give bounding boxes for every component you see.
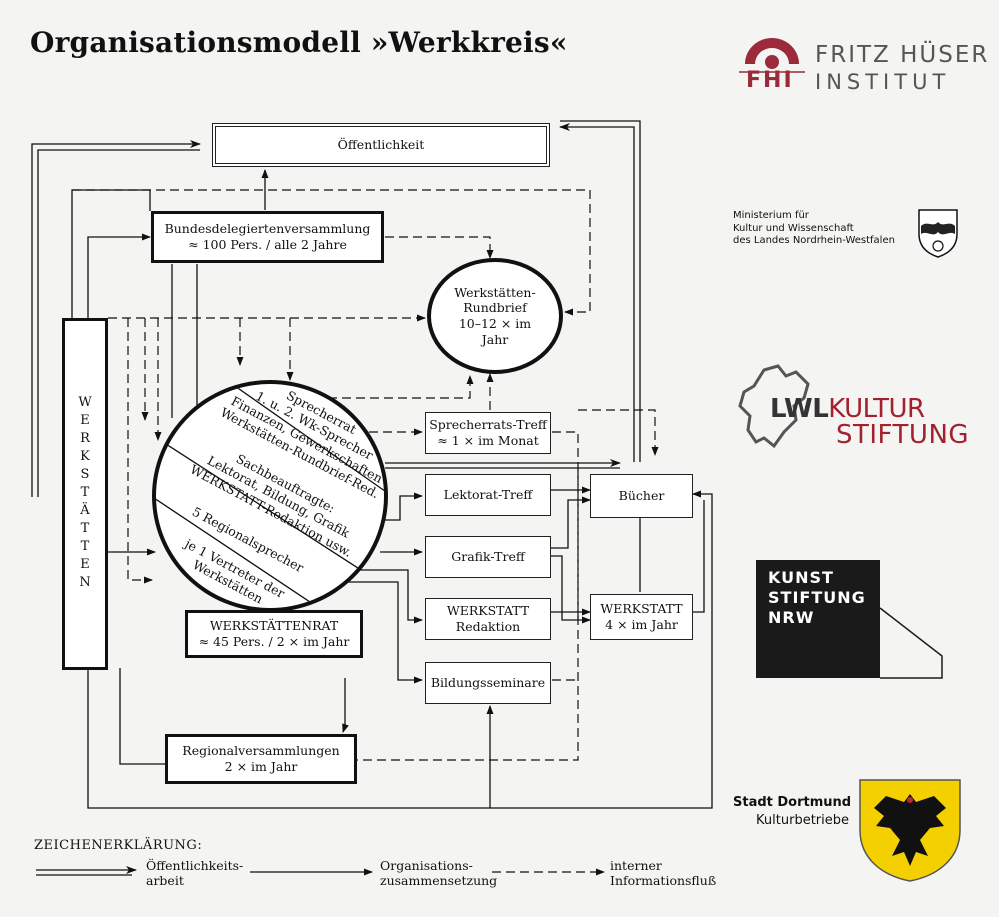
info-down-1 (127, 318, 153, 584)
min-line2: Kultur und Wissenschaft (733, 222, 854, 234)
regionalversammlungen-box: Regionalversammlungen 2 × im Jahr (165, 734, 357, 784)
oeffentlichkeit-label: Öffentlichkeit (337, 136, 425, 152)
kunststiftung-logo-shape (756, 560, 943, 679)
info-circle-rundbrief (300, 375, 474, 399)
wred-line2: Redaktion (455, 619, 521, 634)
legend-pr-l1: Öffentlichkeits- (146, 858, 244, 873)
rundbrief-line2: Rundbrief (463, 300, 527, 316)
fhi-name-line1: FRITZ HÜSER (815, 42, 990, 68)
circle-dividers (156, 384, 384, 608)
lwl-kultur-part: KULTUR (828, 394, 925, 424)
grafik-treff-box: Grafik-Treff (425, 536, 551, 578)
w4-line2: 4 × im Jahr (605, 617, 678, 632)
wrat-line1: WERKSTÄTTENRAT (209, 617, 339, 633)
regio-line1: Regionalversammlungen (182, 742, 340, 758)
bundes-line2: ≈ 100 Pers. / alle 2 Jahre (188, 237, 347, 252)
min-line1: Ministerium für (733, 210, 809, 221)
org-regio-left (119, 668, 165, 765)
org-circle-lektorat (385, 492, 423, 521)
dortmund-line2: Kulturbetriebe (756, 812, 849, 828)
buecher-label: Bücher (618, 487, 665, 503)
werkstaetten-label: WERKSTÄTTEN (77, 395, 93, 593)
lektorat-treff-box: Lektorat-Treff (425, 474, 551, 516)
pr-line-left-outer (31, 140, 201, 497)
pr-line-left-inner (37, 149, 200, 497)
w4-line1: WERKSTATT (600, 600, 683, 616)
legend-pr-l2: arbeit (146, 873, 184, 888)
org-grafik-buecher (550, 496, 591, 549)
dortmund-text: Stadt Dortmund Kulturbetriebe (733, 794, 852, 829)
oeffentlichkeit-box: Öffentlichkeit (212, 123, 550, 167)
legend-title: ZEICHENERKLÄRUNG: (34, 838, 203, 853)
fhi-logo-mark (739, 38, 805, 73)
werkstatt-4x-box: WERKSTATT 4 × im Jahr (590, 594, 693, 640)
kunst-line3: NRW (768, 608, 815, 627)
org-circle-wred (360, 569, 423, 624)
lwl-stiftung-text: STIFTUNG (836, 420, 970, 450)
legend-info-l2: Informationsfluß (610, 873, 717, 888)
legend-item-org: Organisations- zusammensetzung (380, 858, 497, 888)
legend-item-pr: Öffentlichkeits- arbeit (146, 858, 243, 888)
fhi-name-line2: INSTITUT (815, 70, 951, 94)
legend-org-l1: Organisations- (380, 858, 473, 873)
rundbrief-circle: Werkstätten- Rundbrief 10–12 × im Jahr (427, 258, 563, 374)
rundbrief-line1: Werkstätten- (454, 284, 536, 300)
pr-line-right (559, 123, 635, 462)
buecher-box: Bücher (590, 474, 693, 518)
org-circle-bildung (340, 581, 423, 684)
kunst-text: KUNST STIFTUNG NRW (768, 568, 866, 628)
sprech-treff-line1: Sprecherrats-Treff (429, 416, 547, 432)
rundbrief-line3: 10–12 × im (458, 316, 532, 331)
sprecherrats-treff-box: Sprecherrats-Treff ≈ 1 × im Monat (425, 412, 551, 454)
lektorat-label: Lektorat-Treff (443, 486, 533, 502)
grafik-label: Grafik-Treff (451, 548, 525, 564)
wrat-line2: ≈ 45 Pers. / 2 × im Jahr (198, 634, 350, 649)
org-wrat-regio (342, 678, 349, 733)
org-bottom-loop (87, 490, 713, 809)
fhi-mark-text: FHI (746, 68, 794, 93)
info-bundes-rundbrief (385, 236, 494, 259)
min-line3: des Landes Nordrhein-Westfalen (733, 235, 895, 246)
org-left-werk (71, 189, 151, 318)
dortmund-line1: Stadt Dortmund (733, 795, 852, 810)
info-right-x (578, 409, 659, 456)
regio-line2: 2 × im Jahr (224, 759, 298, 774)
bundesdelegierten-box: Bundesdelegiertenversammlung ≈ 100 Pers.… (151, 211, 384, 263)
bildungsseminare-box: Bildungsseminare (425, 662, 551, 704)
lwl-text: LWLKULTUR (770, 394, 925, 424)
bundes-line1: Bundesdelegiertenversammlung (164, 220, 371, 236)
dortmund-eagle-shield-icon (859, 779, 961, 882)
kunst-line1: KUNST (768, 568, 834, 587)
ministerium-text: Ministerium für Kultur und Wissenschaft … (733, 210, 895, 248)
sprecherrat-circle (152, 380, 388, 612)
wred-line1: WERKSTATT (446, 602, 530, 618)
werkstatt-redaktion-box: WERKSTATT Redaktion (425, 598, 551, 640)
org-grafik-w4 (550, 555, 591, 624)
legend-info-l1: interner (610, 858, 662, 873)
werkstaettenrat-box: WERKSTÄTTENRAT ≈ 45 Pers. / 2 × im Jahr (185, 610, 363, 658)
rundbrief-line4: Jahr (481, 331, 509, 347)
westfalen-map-icon (738, 364, 810, 449)
legend-org-l2: zusammensetzung (380, 873, 498, 888)
info-top-left (72, 189, 591, 316)
lwl-part: LWL (770, 394, 829, 424)
nrw-crest-icon (918, 209, 958, 258)
werkstaetten-box: WERKSTÄTTEN (62, 318, 108, 670)
org-w4-right (693, 500, 705, 613)
bildung-label: Bildungsseminare (430, 674, 546, 690)
org-left-bundes (87, 233, 151, 318)
kunst-line2: STIFTUNG (768, 588, 866, 607)
page-title: Organisationsmodell »Werkkreis« (30, 26, 568, 59)
legend-item-info: interner Informationsfluß (610, 858, 716, 888)
pr-line-right-b (560, 120, 641, 462)
sprech-treff-line2: ≈ 1 × im Monat (437, 433, 539, 448)
